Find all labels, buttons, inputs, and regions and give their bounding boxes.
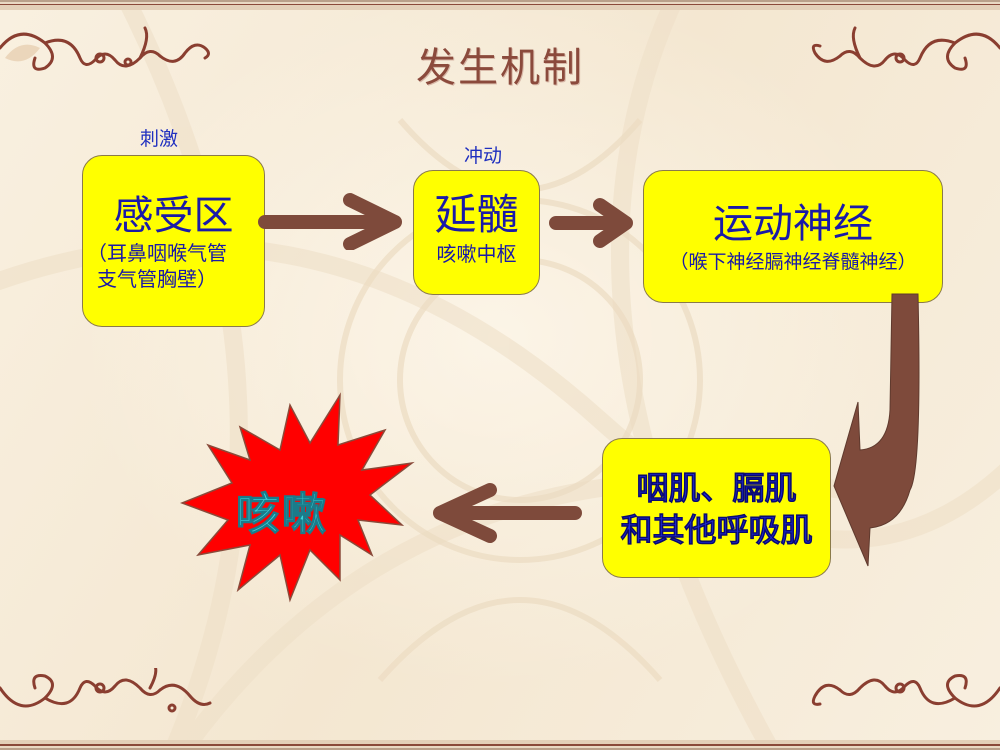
scroll-ornament-top-left-icon [0,26,210,71]
muscles-title-1: 咽肌、膈肌 [636,469,797,508]
muscles-title-2: 和其他呼吸肌 [620,511,813,550]
medulla-box: 延髓 咳嗽中枢 [413,170,540,295]
scroll-ornament-top-right-icon [811,26,1000,71]
receptor-subtitle-2: 支气管胸壁） [97,267,217,291]
scroll-ornament-bottom-right-icon [811,674,1000,708]
medulla-title: 延髓 [434,190,519,239]
receptor-box: 感受区 （耳鼻咽喉气管 支气管胸壁） [82,155,265,327]
medulla-subtitle: 咳嗽中枢 [436,242,517,266]
cough-label: 咳嗽 [236,489,328,541]
motor-nerve-box: 运动神经 （喉下神经膈神经脊髓神经） [643,170,943,303]
stimulus-label: 刺激 [140,128,179,150]
scroll-ornament-bottom-left-icon [0,668,212,713]
top-border [0,0,1000,10]
arrow-left-icon [433,483,582,543]
cough-burst-icon [180,392,415,603]
motor-nerve-subtitle: （喉下神经膈神经脊髓神经） [669,251,917,273]
bottom-border [0,740,1000,750]
curved-arrow-down-left-icon [833,293,920,567]
arrow-right-icon [258,193,402,250]
slide-title: 发生机制 [416,45,584,91]
arrow-right-icon [549,198,633,248]
muscles-box: 咽肌、膈肌 和其他呼吸肌 [602,438,831,578]
receptor-title: 感受区 [113,193,234,239]
motor-nerve-title: 运动神经 [713,201,873,247]
receptor-subtitle-1: （耳鼻咽喉气管 [87,241,227,265]
impulse-label: 冲动 [464,145,503,167]
